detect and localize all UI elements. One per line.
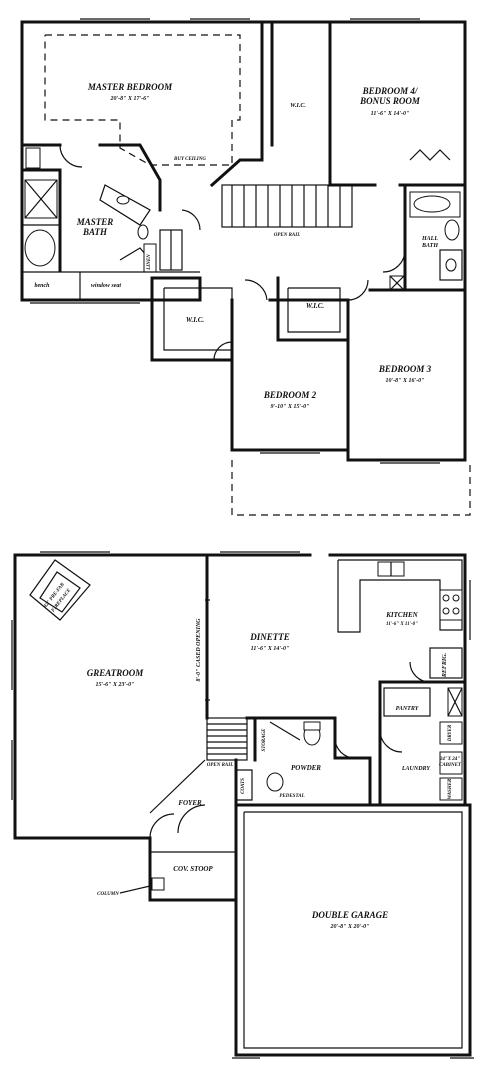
bedroom3-name: BEDROOM 3 bbox=[378, 364, 432, 374]
cabinet-line2: CABINET bbox=[439, 763, 462, 768]
foyer-label: FOYER bbox=[178, 799, 202, 807]
washer-label: WASHER bbox=[448, 778, 453, 799]
master-bedroom-size: 20'-8" X 17'-6" bbox=[110, 96, 150, 102]
dinette-size: 11'-6" X 14'-0" bbox=[251, 646, 290, 652]
greatroom-name: GREATROOM bbox=[87, 668, 145, 678]
pantry-label: PANTRY bbox=[396, 706, 420, 712]
pedestal-label: PEDESTAL bbox=[279, 794, 304, 799]
coats-label: COATS bbox=[241, 778, 246, 794]
bench-label: bench bbox=[35, 283, 51, 289]
greatroom-size: 15'-6" X 23'-0" bbox=[96, 682, 135, 688]
bedroom2-name: BEDROOM 2 bbox=[263, 390, 317, 400]
open-rail-main: OPEN RAIL bbox=[207, 763, 234, 768]
upper-stairs bbox=[221, 184, 353, 228]
hall-bath-line1: HALL bbox=[421, 236, 438, 242]
main-floor-plan bbox=[11, 551, 474, 1059]
upper-floor-plan bbox=[20, 18, 471, 516]
buy-ceiling-note: BUY CEILING bbox=[173, 157, 206, 162]
upper-floor-labels: MASTER BEDROOM 20'-8" X 17'-6" BUY CEILI… bbox=[35, 82, 439, 410]
powder-label: POWDER bbox=[291, 764, 321, 772]
master-bath-line1: MASTER bbox=[76, 217, 114, 227]
master-bedroom-name: MASTER BEDROOM bbox=[87, 82, 173, 92]
kitchen-size: 11'-6" X 11'-0" bbox=[386, 622, 418, 627]
main-stairs bbox=[206, 717, 248, 761]
main-floor-labels: 42" PRE-FAB FIREPLACE 8'-0" CASED OPENIN… bbox=[43, 582, 462, 930]
garage-size: 20'-8" X 20'-0" bbox=[330, 924, 370, 930]
bonus-room-size: 11'-6" X 14'-0" bbox=[371, 111, 410, 117]
open-rail-upper: OPEN RAIL bbox=[274, 233, 301, 238]
bonus-room-name-line1: BEDROOM 4/ bbox=[362, 86, 419, 96]
bedroom2-size: 9'-10" X 15'-0" bbox=[271, 404, 310, 410]
hall-bath-line2: BATH bbox=[421, 243, 438, 249]
upper-windows bbox=[30, 18, 440, 464]
dinette-name: DINETTE bbox=[249, 632, 290, 642]
storage-label: STORAGE bbox=[262, 728, 267, 752]
dryer-label: DRYER bbox=[448, 724, 453, 742]
bedroom3-size: 10'-8" X 16'-0" bbox=[386, 378, 425, 384]
refrig-label: REFRIG. bbox=[442, 652, 448, 678]
cased-opening-label: 8'-0" CASED OPENING bbox=[196, 618, 202, 682]
linen-label: LINEN bbox=[147, 254, 152, 271]
wic-bedroom2-label: W.I.C. bbox=[186, 316, 205, 324]
wic-bedroom3-label: W.I.C. bbox=[306, 302, 325, 310]
wic-master-label: W.I.C. bbox=[290, 103, 306, 109]
window-seat-label: window seat bbox=[91, 283, 122, 289]
column-label: COLUMN bbox=[97, 892, 119, 897]
master-bath-line2: BATH bbox=[82, 227, 108, 237]
cabinet-line1: 24"X 24" bbox=[439, 757, 460, 762]
cov-stoop-label: COV. STOOP bbox=[173, 865, 213, 873]
garage-name: DOUBLE GARAGE bbox=[311, 910, 388, 920]
bonus-room-name-line2: BONUS ROOM bbox=[359, 96, 421, 106]
laundry-label: LAUNDRY bbox=[401, 766, 432, 772]
kitchen-name: KITCHEN bbox=[385, 611, 418, 619]
